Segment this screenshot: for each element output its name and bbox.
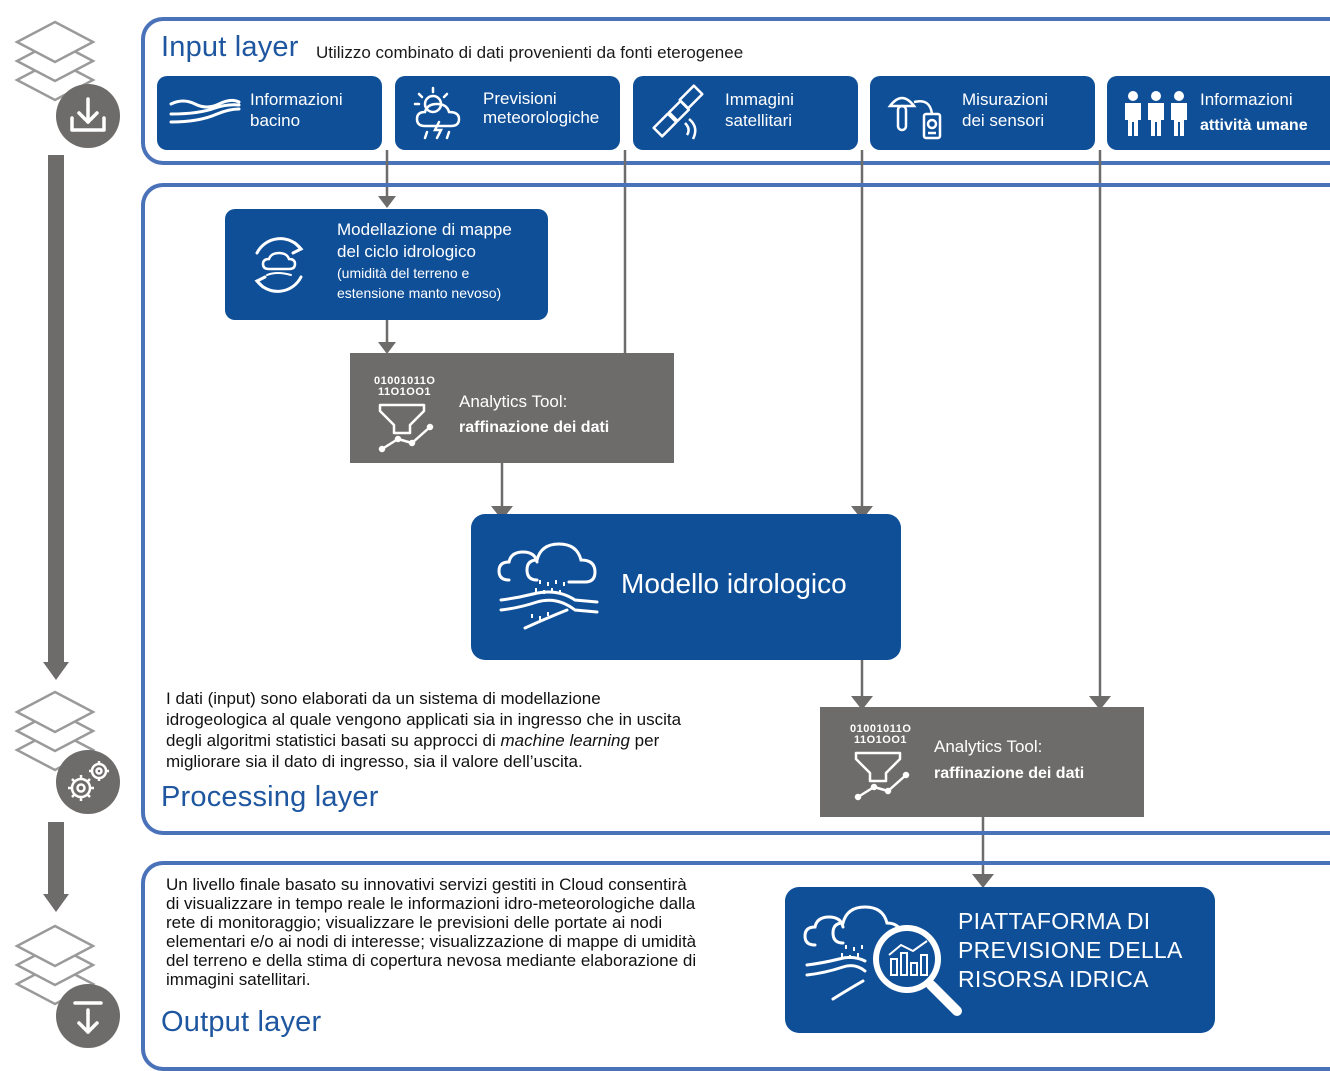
- output-description: Un livello finale basato su innovativi s…: [166, 875, 776, 989]
- source-weather-line1: Previsioni: [483, 89, 557, 108]
- weather-forecast-icon: [413, 86, 461, 140]
- analytics-tool-card-2: 01001011O 11O1OO1 Analytics Tool: raffin…: [820, 707, 1144, 817]
- river-basin-icon: [169, 98, 241, 124]
- rain-cloud-icon: [497, 542, 599, 630]
- layers-upload-icon: [14, 924, 120, 1048]
- source-card-satellite: Immagini satellitari: [633, 76, 858, 150]
- output-desc-line5: del terreno e della stima di copertura n…: [166, 951, 697, 970]
- source-card-sensor: Misurazioni dei sensori: [870, 76, 1095, 150]
- connector-lines: [378, 150, 1111, 888]
- processing-layer-panel: [141, 183, 1330, 835]
- source-card-basin: Informazioni bacino: [157, 76, 382, 150]
- modelling-line3: (umidità del terreno e: [337, 265, 470, 281]
- source-card-human-activity: Informazioni attività umane: [1107, 76, 1330, 150]
- processing-layer-title: Processing layer: [161, 781, 379, 813]
- binary-text-2b: 11O1OO1: [854, 734, 908, 746]
- hydro-cycle-icon: [254, 237, 304, 293]
- modelling-line2: del ciclo idrologico: [337, 242, 476, 261]
- input-layer-panel: [141, 17, 1330, 165]
- output-layer-title: Output layer: [161, 1006, 322, 1038]
- data-filter-icon-2: [854, 751, 910, 801]
- platform-line2: PREVISIONE DELLA: [958, 937, 1183, 963]
- source-sensor-line1: Misurazioni: [962, 90, 1048, 109]
- output-desc-line3: rete di monitoraggio; visualizzare le pr…: [166, 913, 663, 932]
- flow-arrow-1-head: [43, 662, 69, 680]
- output-desc-line6: immagini satellitari.: [166, 970, 311, 989]
- modelling-line1: Modellazione di mappe: [337, 220, 512, 239]
- analytics-2-label: Analytics Tool:: [934, 737, 1043, 756]
- hydrological-model-label: Modello idrologico: [621, 568, 847, 599]
- source-human-line2: attività umane: [1200, 117, 1308, 134]
- output-desc-line4: elementari e/o ai nodi di interesse; vis…: [166, 932, 697, 951]
- platform-line1: PIATTAFORMA DI: [958, 908, 1151, 934]
- binary-text-1a: 01001011O: [374, 375, 436, 387]
- analytics-tool-card-1: 01001011O 11O1OO1 Analytics Tool: raffin…: [350, 353, 674, 463]
- analytics-2-bold: raffinazione dei dati: [934, 765, 1085, 782]
- processing-desc-line1: I dati (input) sono elaborati da un sist…: [166, 689, 601, 708]
- platform-line3: RISORSA IDRICA: [958, 966, 1149, 992]
- output-desc-line1: Un livello finale basato su innovativi s…: [166, 875, 687, 894]
- flow-arrow-1: [48, 155, 64, 665]
- people-icon: [1125, 91, 1187, 136]
- modelling-line4: estensione manto nevoso): [337, 285, 502, 301]
- source-weather-line2: meteorologiche: [483, 108, 600, 127]
- hydro-cycle-modelling-card: Modellazione di mappe del ciclo idrologi…: [225, 209, 548, 320]
- processing-desc-line4: migliorare sia il dato di ingresso, sia …: [166, 752, 583, 771]
- analytics-1-bold: raffinazione dei dati: [459, 419, 610, 436]
- processing-desc-ml: machine learning: [500, 731, 630, 750]
- output-desc-line2: di visualizzare in tempo reale le inform…: [166, 894, 696, 913]
- flow-arrow-2: [48, 822, 64, 898]
- binary-text-2a: 01001011O: [850, 723, 912, 735]
- flow-arrow-2-head: [43, 894, 69, 912]
- source-card-weather: Previsioni meteorologiche: [395, 76, 620, 150]
- analytics-1-label: Analytics Tool:: [459, 392, 568, 411]
- source-sensor-line2: dei sensori: [962, 111, 1045, 130]
- processing-desc-line3c: per: [629, 731, 660, 750]
- source-satellite-line2: satellitari: [725, 111, 793, 130]
- processing-desc-line3: degli algoritmi statistici basati su app…: [166, 730, 786, 751]
- input-layer-title: Input layer: [161, 31, 299, 63]
- binary-text-1b: 11O1OO1: [378, 386, 432, 398]
- processing-description: I dati (input) sono elaborati da un sist…: [166, 688, 786, 772]
- source-basin-line2: bacino: [250, 111, 301, 130]
- processing-desc-line2: idrogeologica al quale vengono applicati…: [166, 710, 682, 729]
- processing-desc-line3a: degli algoritmi statistici basati su app…: [166, 731, 501, 750]
- platform-analytics-icon: [803, 905, 962, 1016]
- source-satellite-line1: Immagini: [725, 90, 794, 109]
- satellite-icon: [652, 84, 704, 140]
- layers-download-icon: [14, 20, 120, 148]
- forecast-platform-card: PIATTAFORMA DI PREVISIONE DELLA RISORSA …: [785, 887, 1215, 1033]
- input-layer-subtitle: Utilizzo combinato di dati provenienti d…: [316, 43, 744, 62]
- sensor-icon: [887, 96, 942, 140]
- data-filter-icon: [378, 403, 434, 453]
- source-human-line1: Informazioni: [1200, 90, 1293, 109]
- layers-processing-icon: [14, 690, 120, 814]
- hydrological-model-card: Modello idrologico: [471, 514, 901, 660]
- source-basin-line1: Informazioni: [250, 90, 343, 109]
